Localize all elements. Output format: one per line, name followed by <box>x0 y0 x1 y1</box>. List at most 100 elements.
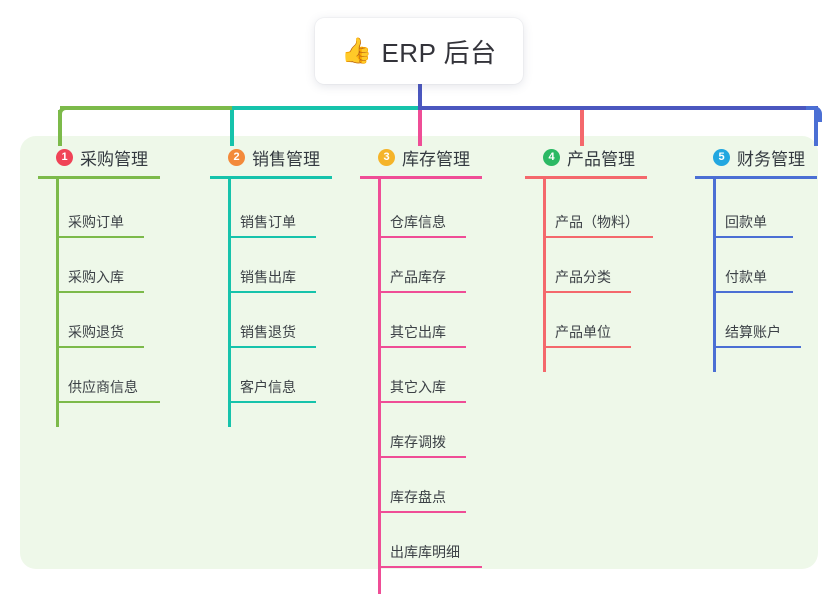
menu-item[interactable]: 销售出库 <box>210 243 332 298</box>
diagram-columns: 1 采购管理 采购订单采购入库采购退货供应商信息 2 销售管理 销售订单销售出库… <box>20 136 818 594</box>
menu-item[interactable]: 采购退货 <box>38 298 160 353</box>
menu-item[interactable]: 回款单 <box>695 188 817 243</box>
column-items: 采购订单采购入库采购退货供应商信息 <box>38 179 160 408</box>
menu-item[interactable]: 供应商信息 <box>38 353 160 408</box>
menu-item-rule <box>378 456 466 458</box>
menu-item-rule <box>228 236 316 238</box>
menu-item[interactable]: 付款单 <box>695 243 817 298</box>
column-product: 4 产品管理 产品（物料） 产品分类产品单位 <box>525 142 653 372</box>
column-title: 产品管理 <box>567 149 635 169</box>
menu-item-rule <box>543 236 653 238</box>
column-items: 销售订单销售出库销售退货客户信息 <box>210 179 332 408</box>
menu-item-label: 其它出库 <box>390 324 446 340</box>
root-node-erp-backend[interactable]: 👍 ERP 后台 <box>315 18 523 84</box>
menu-item-rule <box>543 346 631 348</box>
menu-item-label: 结算账户 <box>725 324 781 340</box>
menu-item-rule <box>56 401 160 403</box>
column-title: 财务管理 <box>737 149 805 169</box>
column-title: 销售管理 <box>252 149 320 169</box>
menu-item[interactable]: 采购订单 <box>38 188 160 243</box>
connector-root-drop <box>418 84 422 108</box>
menu-item[interactable]: 库存调拨 <box>360 408 482 463</box>
menu-item[interactable]: 产品单位 <box>525 298 647 353</box>
menu-item-label: 产品（物料） <box>555 214 639 230</box>
column-header[interactable]: 5 财务管理 <box>695 142 817 172</box>
menu-item-rule <box>713 346 801 348</box>
menu-item-label: 产品库存 <box>390 269 446 285</box>
connector-drop-column-1 <box>58 110 62 146</box>
column-spine <box>543 179 546 372</box>
menu-item-rule <box>378 401 466 403</box>
thumbs-up-icon: 👍 <box>341 36 373 65</box>
column-header[interactable]: 2 销售管理 <box>210 142 332 172</box>
menu-item-label: 付款单 <box>725 269 767 285</box>
connector-bus-right-cap <box>806 106 822 122</box>
column-spine <box>713 179 716 372</box>
column-inventory: 3 库存管理 仓库信息产品库存其它出库其它入库库存调拨库存盘点出库库明细 <box>360 142 482 594</box>
menu-item-label: 销售订单 <box>240 214 296 230</box>
menu-item[interactable]: 结算账户 <box>695 298 817 353</box>
column-purchasing: 1 采购管理 采购订单采购入库采购退货供应商信息 <box>38 142 160 427</box>
column-spine <box>378 179 381 594</box>
menu-item[interactable]: 采购入库 <box>38 243 160 298</box>
column-rule <box>210 176 332 179</box>
menu-item-label: 库存盘点 <box>390 489 446 505</box>
column-header[interactable]: 3 库存管理 <box>360 142 482 172</box>
column-header[interactable]: 1 采购管理 <box>38 142 160 172</box>
column-header[interactable]: 4 产品管理 <box>525 142 647 172</box>
connector-bus-segment-1 <box>60 106 234 110</box>
connector-drop-column-2 <box>230 110 234 146</box>
column-badge: 2 <box>228 148 245 166</box>
column-title: 采购管理 <box>80 149 148 169</box>
menu-item[interactable]: 产品（物料） <box>525 188 653 243</box>
menu-item[interactable]: 其它出库 <box>360 298 482 353</box>
root-node-title: ERP 后台 <box>381 37 497 68</box>
menu-item[interactable]: 产品分类 <box>525 243 647 298</box>
menu-item-label: 库存调拨 <box>390 434 446 450</box>
menu-item[interactable]: 销售订单 <box>210 188 332 243</box>
menu-item-rule <box>378 291 466 293</box>
menu-item-rule <box>228 401 316 403</box>
column-rule <box>38 176 160 179</box>
menu-item-rule <box>378 511 466 513</box>
column-badge: 4 <box>543 148 560 166</box>
menu-item[interactable]: 其它入库 <box>360 353 482 408</box>
menu-item-label: 回款单 <box>725 214 767 230</box>
menu-item-label: 采购入库 <box>68 269 124 285</box>
column-rule <box>360 176 482 179</box>
column-rule <box>525 176 647 179</box>
menu-item-rule <box>713 236 793 238</box>
connector-drop-column-4 <box>580 110 584 146</box>
connector-drop-column-3 <box>418 110 422 146</box>
menu-item-label: 其它入库 <box>390 379 446 395</box>
menu-item-label: 产品分类 <box>555 269 611 285</box>
column-finance: 5 财务管理 回款单付款单结算账户 <box>695 142 817 372</box>
menu-item-label: 采购退货 <box>68 324 124 340</box>
menu-item-label: 采购订单 <box>68 214 124 230</box>
menu-item[interactable]: 仓库信息 <box>360 188 482 243</box>
menu-item-rule <box>378 566 482 568</box>
column-badge: 1 <box>56 148 73 166</box>
menu-item-label: 客户信息 <box>240 379 296 395</box>
menu-item-rule <box>713 291 793 293</box>
column-items: 产品（物料） 产品分类产品单位 <box>525 179 653 353</box>
menu-item-rule <box>56 346 144 348</box>
menu-item[interactable]: 销售退货 <box>210 298 332 353</box>
menu-item-rule <box>378 346 466 348</box>
menu-item[interactable]: 客户信息 <box>210 353 332 408</box>
column-badge: 3 <box>378 148 395 166</box>
menu-item-label: 产品单位 <box>555 324 611 340</box>
menu-item[interactable]: 产品库存 <box>360 243 482 298</box>
column-title: 库存管理 <box>402 149 470 169</box>
connector-bus-segment-2 <box>232 106 420 110</box>
menu-item-label: 仓库信息 <box>390 214 446 230</box>
menu-item[interactable]: 出库库明细 <box>360 518 482 573</box>
menu-item-rule <box>378 236 466 238</box>
menu-item-rule <box>56 236 144 238</box>
menu-item-label: 供应商信息 <box>68 379 138 395</box>
menu-item[interactable]: 库存盘点 <box>360 463 482 518</box>
menu-item-label: 销售出库 <box>240 269 296 285</box>
diagram-background-panel <box>20 136 818 569</box>
menu-item-rule <box>56 291 144 293</box>
column-badge: 5 <box>713 148 730 166</box>
